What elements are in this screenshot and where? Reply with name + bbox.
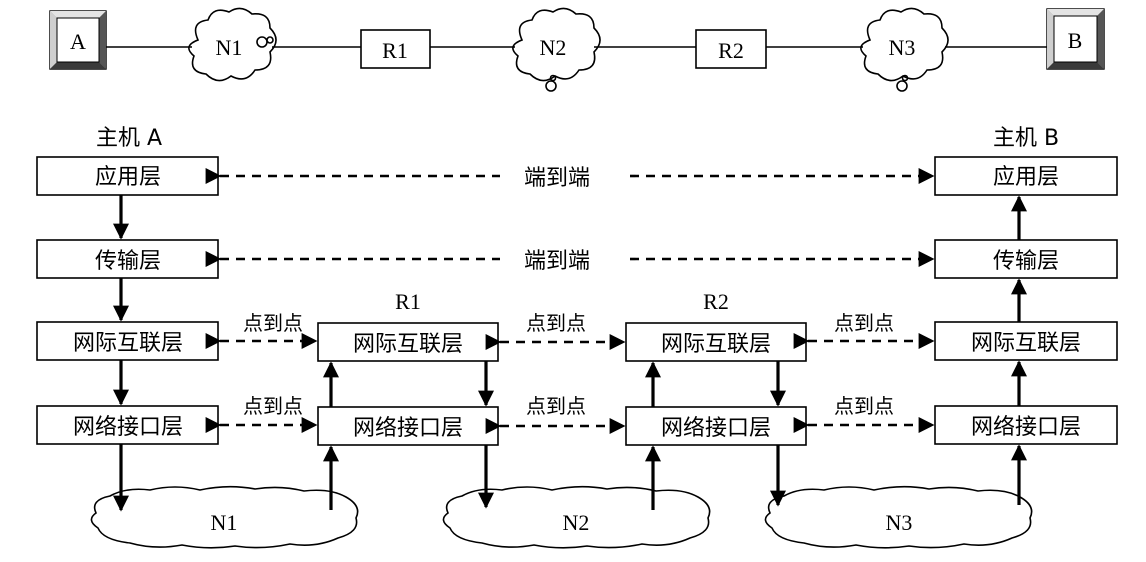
cloud-n2-label: N2 — [540, 35, 567, 60]
network-n1-label: N1 — [211, 510, 238, 535]
end-to-end-application: 端到端 — [205, 166, 935, 191]
router-r1-stack: 网际互联层 网络接口层 — [317, 322, 499, 446]
end-to-end-label-application: 端到端 — [524, 166, 590, 191]
point-to-point-internet-r1-r2: 点到点 — [485, 311, 626, 350]
router-r1-internet-layer: 网际互联层 — [353, 332, 463, 357]
network-n3: N3 — [764, 485, 1033, 549]
host-a-node-label: A — [70, 29, 86, 54]
cloud-n1: N1 — [188, 7, 277, 82]
host-a-internet-layer: 网际互联层 — [73, 331, 183, 356]
network-n1: N1 — [90, 485, 359, 549]
host-a-transport-layer: 传输层 — [95, 249, 161, 274]
end-to-end-transport: 端到端 — [205, 249, 935, 274]
host-b-application-layer: 应用层 — [993, 165, 1059, 190]
host-b-title: 主机 B — [993, 126, 1059, 151]
network-n2-label: N2 — [563, 510, 590, 535]
router-r1-network-interface-layer: 网络接口层 — [353, 416, 463, 441]
host-b-node: B — [1046, 8, 1105, 70]
cloud-n2: N2 — [512, 7, 601, 92]
host-a-title: 主机 A — [96, 126, 162, 151]
point-to-point-netif-a-r1: 点到点 — [205, 394, 318, 433]
router-r2-internet-layer: 网际互联层 — [661, 332, 771, 357]
point-to-point-netif-r2-b: 点到点 — [793, 394, 935, 433]
p2p-label-internet-3: 点到点 — [834, 311, 894, 335]
p2p-label-internet-2: 点到点 — [526, 311, 586, 335]
host-a-stack: 应用层 传输层 网际互联层 网络接口层 — [36, 156, 219, 445]
host-a-node: A — [49, 10, 107, 70]
host-b-node-label: B — [1068, 28, 1083, 53]
router-r1-title: R1 — [395, 289, 421, 314]
p2p-label-netif-1: 点到点 — [243, 394, 303, 418]
router-r2-network-interface-layer: 网络接口层 — [661, 416, 771, 441]
host-a-network-interface-layer: 网络接口层 — [73, 415, 183, 440]
cloud-n3-label: N3 — [889, 35, 916, 60]
point-to-point-netif-r1-r2: 点到点 — [485, 394, 626, 434]
router-r2-node: R2 — [695, 29, 767, 69]
host-b-stack: 应用层 传输层 网际互联层 网络接口层 — [934, 156, 1118, 445]
router-r1-node-label: R1 — [382, 38, 408, 63]
router-r2-node-label: R2 — [718, 38, 744, 63]
end-to-end-label-transport: 端到端 — [524, 249, 590, 274]
p2p-label-internet-1: 点到点 — [243, 311, 303, 335]
point-to-point-internet-a-r1: 点到点 — [205, 311, 318, 349]
p2p-label-netif-3: 点到点 — [834, 394, 894, 418]
point-to-point-internet-r2-b: 点到点 — [793, 311, 935, 349]
host-b-transport-layer: 传输层 — [993, 249, 1059, 274]
network-n3-label: N3 — [886, 510, 913, 535]
network-n2: N2 — [442, 485, 711, 549]
p2p-label-netif-2: 点到点 — [526, 394, 586, 418]
host-a-application-layer: 应用层 — [95, 165, 161, 190]
host-b-network-interface-layer: 网络接口层 — [971, 415, 1081, 440]
router-r1-node: R1 — [360, 29, 431, 69]
flow-arrows — [113, 195, 1027, 512]
router-r2-title: R2 — [703, 289, 729, 314]
cloud-n1-label: N1 — [216, 35, 243, 60]
host-b-internet-layer: 网际互联层 — [971, 331, 1081, 356]
cloud-n3: N3 — [860, 7, 949, 92]
